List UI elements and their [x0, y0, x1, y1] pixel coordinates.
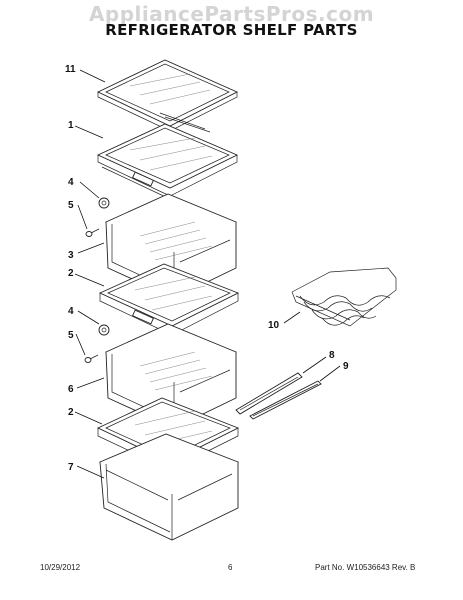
callout-1: 1 — [68, 120, 74, 131]
footer-date: 10/29/2012 — [40, 563, 81, 572]
page-title: REFRIGERATOR SHELF PARTS — [105, 21, 358, 39]
callout-8: 8 — [329, 350, 335, 361]
callout-10: 10 — [268, 320, 280, 331]
callout-5-upper: 5 — [68, 200, 74, 211]
slide-rail-8 — [235, 372, 303, 415]
callout-2-lower: 2 — [68, 407, 74, 418]
cover-2-middle — [98, 263, 240, 336]
drawer-7 — [98, 433, 240, 541]
callout-4-upper: 4 — [68, 177, 74, 188]
callout-4-lower: 4 — [68, 306, 74, 317]
screw-5-upper — [85, 228, 100, 237]
callout-6: 6 — [68, 384, 74, 395]
slide-rail-9 — [249, 380, 322, 420]
callout-11: 11 — [65, 64, 76, 75]
watermark: AppliancePartsPros.com — [88, 2, 375, 26]
shelf-11 — [96, 59, 239, 133]
wine-rack-10 — [291, 267, 397, 327]
callout-7: 7 — [68, 462, 74, 473]
callout-5-lower: 5 — [68, 330, 74, 341]
shelf-1 — [96, 123, 239, 200]
callout-3: 3 — [68, 250, 74, 261]
roller-4-upper — [98, 197, 110, 209]
screw-5-lower — [84, 354, 99, 363]
callout-9: 9 — [343, 361, 349, 372]
callout-labels: 11 1 4 5 3 2 4 5 6 2 7 10 8 9 — [65, 64, 349, 473]
callout-2-middle: 2 — [68, 268, 74, 279]
roller-4-lower — [98, 324, 110, 336]
footer-part-number: Part No. W10536643 Rev. B — [315, 563, 416, 572]
footer-page-number: 6 — [228, 563, 233, 572]
leader-lines — [74, 69, 341, 479]
